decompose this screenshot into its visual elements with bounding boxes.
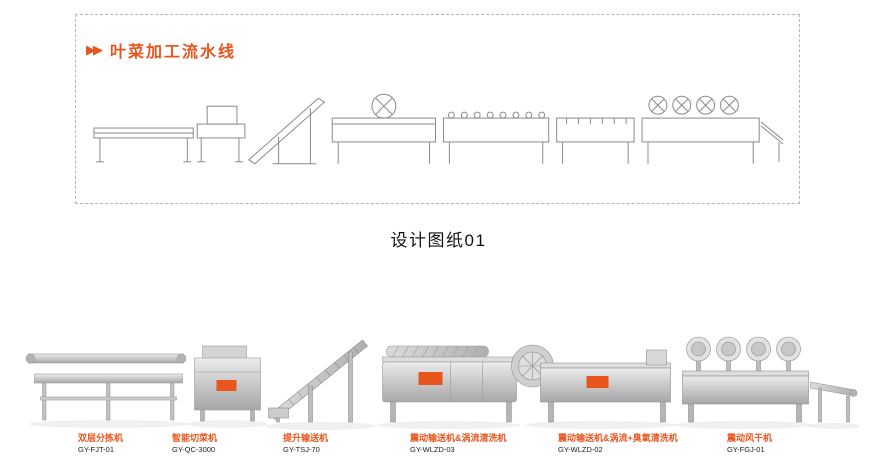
schematic-wash-tank-b	[442, 111, 550, 164]
schematic-incline-conveyor	[248, 97, 326, 165]
schematic-sorting-table	[93, 127, 194, 163]
machine-model: GY-TSJ-70	[283, 444, 320, 454]
machine-model: GY-FGJ-01	[727, 444, 765, 454]
machine-label: 震动输送机&涡流清洗机 GY-WLZD-03	[410, 433, 507, 454]
schematic-outfeed	[760, 121, 784, 162]
section-title: ▶▶ 叶菜加工流水线	[86, 38, 236, 62]
render-vortex-washer	[382, 345, 517, 423]
machine-label: 智能切菜机 GY-QC-3000	[172, 433, 217, 454]
render-cutter	[194, 345, 261, 422]
schematic-wash-tank-c	[556, 117, 635, 164]
render-air-dryer	[682, 336, 809, 423]
machine-label: 震动输送机&涡流+臭氧清洗机 GY-WLZD-02	[558, 433, 678, 454]
schematic-air-dryer	[641, 95, 760, 164]
machine-name: 震动输送机&涡流清洗机	[410, 433, 507, 443]
machine-label: 双层分拣机 GY-FJT-01	[78, 433, 123, 454]
render-incline-conveyor	[268, 339, 368, 423]
machine-name: 震动风干机	[727, 433, 773, 443]
render-double-sorter	[25, 353, 187, 421]
machine-model: GY-WLZD-02	[558, 444, 603, 454]
machine-label: 震动风干机 GY-FGJ-01	[727, 433, 772, 454]
machine-name: 智能切菜机	[172, 433, 218, 443]
machine-model: GY-QC-3000	[172, 444, 216, 454]
render-outfeed-conveyor	[810, 381, 858, 423]
machine-label: 提升输送机 GY-TSJ-70	[283, 433, 328, 454]
render-ozone-washer	[511, 344, 671, 423]
equipment-photo-render	[25, 336, 861, 430]
machine-model: GY-FJT-01	[78, 444, 114, 454]
drawing-caption: 设计图纸01	[390, 231, 487, 250]
line-drawing-schematic	[93, 93, 784, 165]
schematic-cutter	[196, 105, 246, 163]
play-marker-icon: ▶▶	[86, 42, 103, 57]
machine-model: GY-WLZD-03	[410, 444, 455, 454]
design-drawing-frame	[75, 14, 800, 204]
machine-name: 双层分拣机	[78, 433, 124, 443]
machine-name: 震动输送机&涡流+臭氧清洗机	[558, 433, 678, 443]
schematic-wash-tank-a	[331, 93, 437, 164]
section-title-text: 叶菜加工流水线	[110, 44, 237, 61]
machine-name: 提升输送机	[283, 433, 329, 443]
